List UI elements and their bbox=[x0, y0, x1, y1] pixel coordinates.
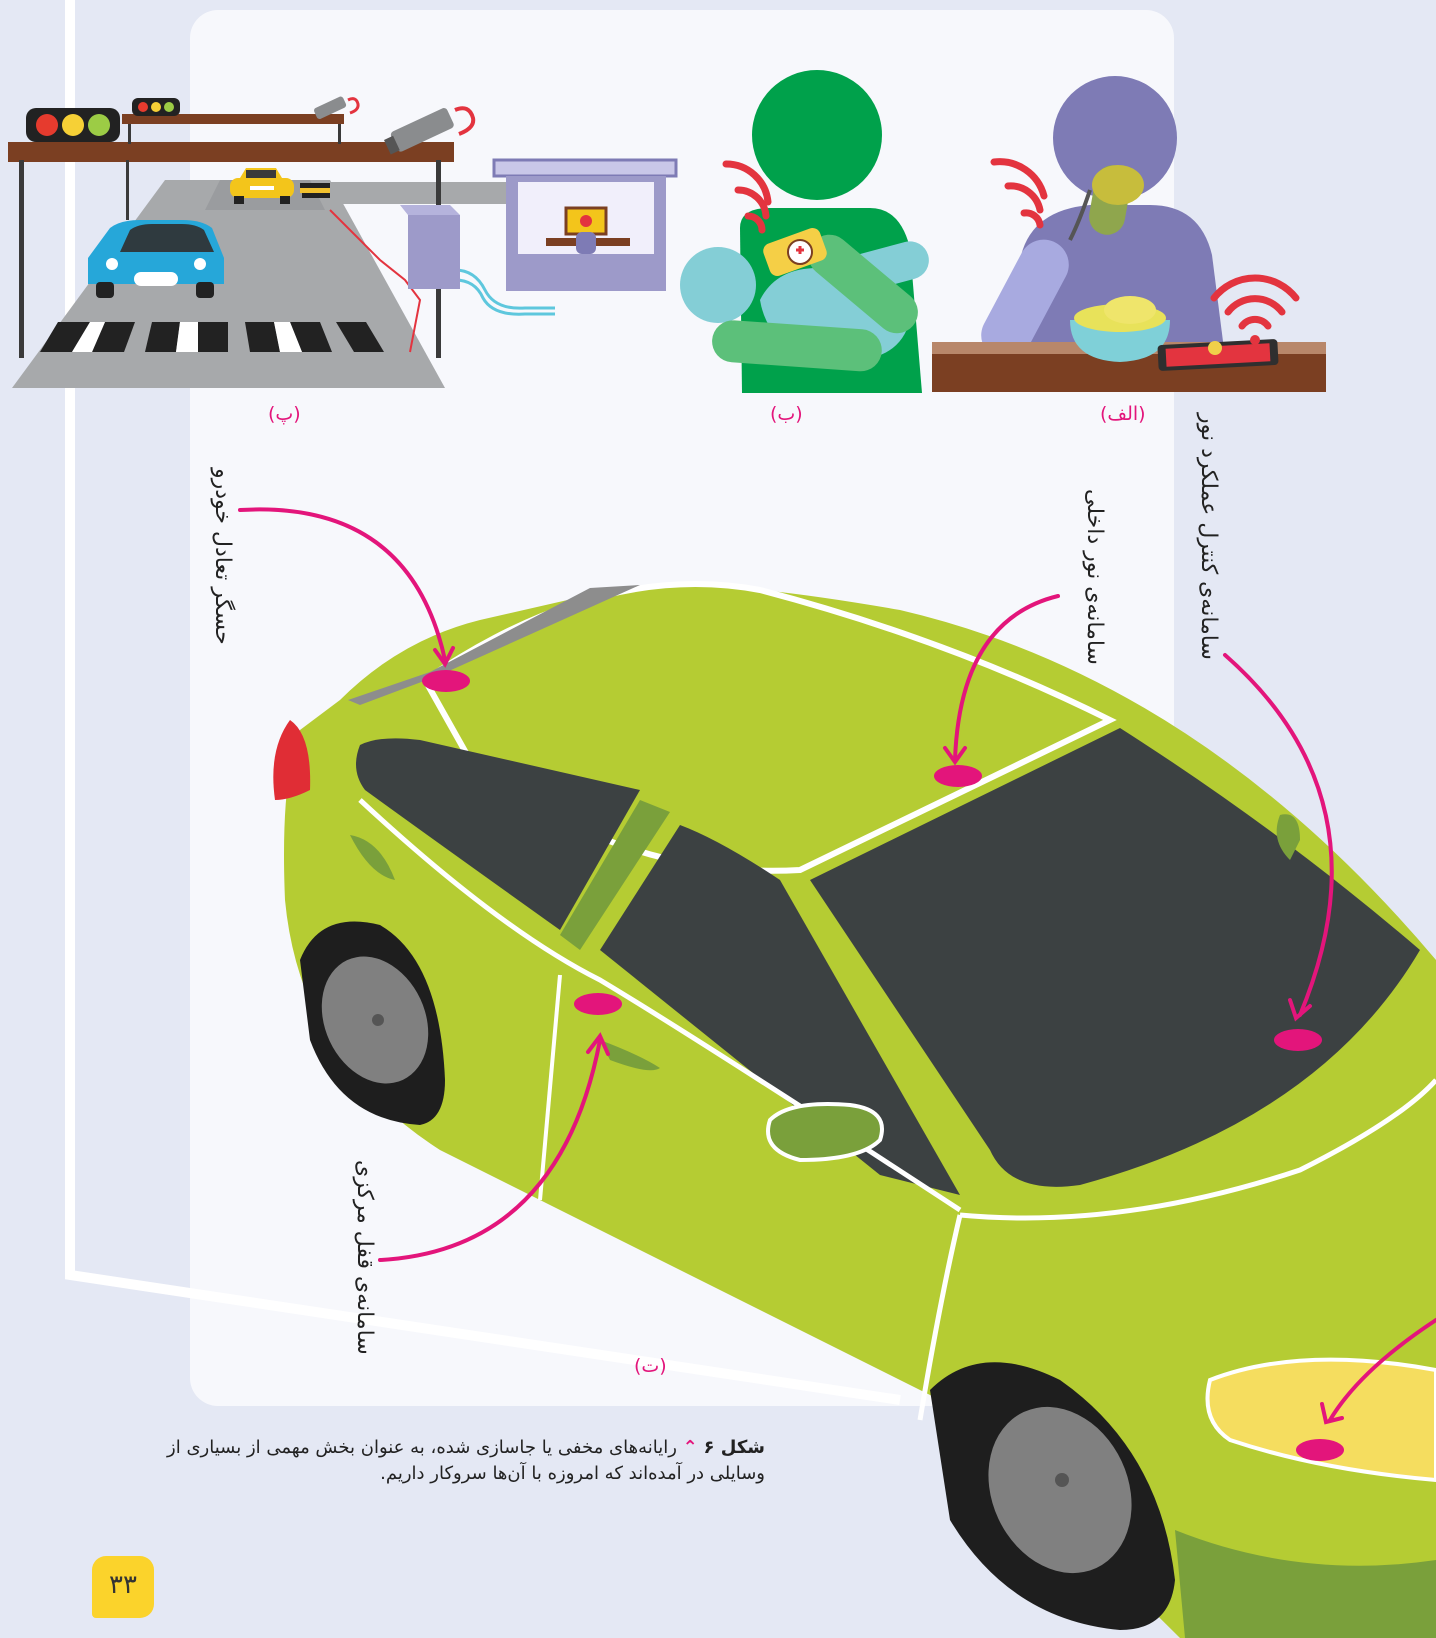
callout-interior-light: سامانه‌ی نور داخلی bbox=[1081, 489, 1107, 665]
person-with-baby bbox=[680, 70, 929, 393]
callout-light-control: سامانه‌ی کنترل عملکرد نور bbox=[1195, 413, 1221, 660]
panel-label-t: (ت) bbox=[634, 1355, 667, 1377]
frame-line bbox=[65, 0, 901, 1405]
panel-label-p: (پ) bbox=[268, 403, 301, 425]
callout-central-lock: سامانه‌ی قفل مرکزی bbox=[351, 1160, 377, 1355]
chevron-up-icon: ⌃ bbox=[682, 1437, 698, 1458]
callout-pointers bbox=[238, 507, 1436, 1425]
figure-caption: شکل ۶ ⌃ رایانه‌های مخفی یا جاسازی شده، ب… bbox=[150, 1435, 765, 1487]
callout-balance-sensor: حسگر تعادل خودرو bbox=[209, 468, 235, 645]
figure-number: شکل ۶ bbox=[703, 1437, 765, 1458]
person-eating bbox=[932, 76, 1326, 392]
panel-label-a: (الف) bbox=[1100, 403, 1146, 425]
sensor-dots bbox=[422, 670, 1344, 1461]
caption-text: رایانه‌های مخفی یا جاسازی شده، به عنوان … bbox=[167, 1437, 765, 1485]
car-illustration bbox=[273, 581, 1436, 1638]
panel-label-b: (ب) bbox=[770, 403, 803, 425]
traffic-scene bbox=[8, 96, 678, 388]
page-number: ۳۳ bbox=[92, 1556, 154, 1618]
